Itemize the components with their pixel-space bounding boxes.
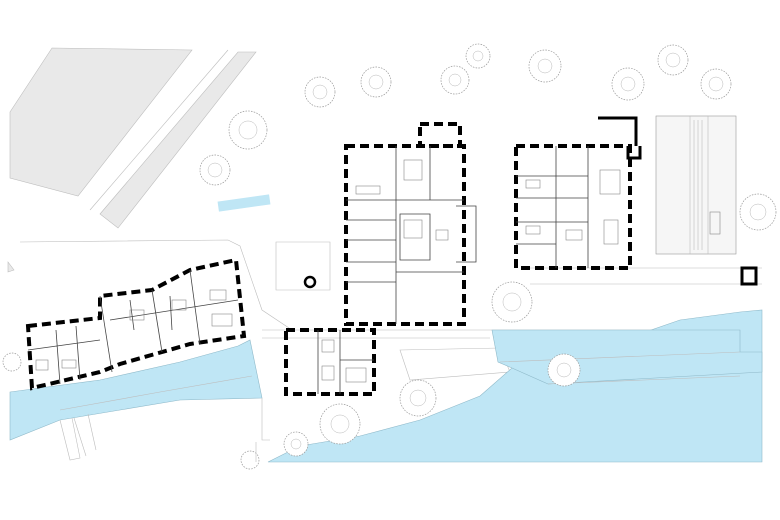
tree-icon: [228, 110, 268, 150]
tree-icon: [611, 67, 645, 101]
paved-area-top-left: [9, 47, 193, 197]
small-paved-marker: [7, 261, 15, 273]
trees: [2, 43, 777, 470]
tree-icon: [399, 379, 437, 417]
site-boundary-west: [19, 239, 293, 331]
courtyard-outline: [275, 241, 331, 291]
building-east: [514, 116, 642, 270]
tree-icon: [304, 76, 336, 108]
jetty: [59, 413, 97, 461]
tree-icon: [240, 450, 260, 470]
tree-icon: [283, 431, 309, 457]
tree-icon: [440, 65, 470, 95]
building-west: [25, 257, 247, 391]
shed-east: [655, 115, 737, 255]
river: [9, 309, 763, 463]
road-edge-line: [89, 49, 229, 211]
small-structures: [255, 266, 758, 462]
river-west: [9, 339, 263, 441]
tree-icon: [528, 49, 562, 83]
building-east-walls: [514, 144, 632, 270]
building-central-main: [344, 144, 466, 326]
road-strip: [99, 51, 257, 229]
building-west-walls: [25, 257, 247, 391]
tree-icon: [2, 352, 22, 372]
building-east-annex: [598, 116, 642, 160]
tree-icon: [360, 66, 392, 98]
terrace-line: [399, 347, 511, 381]
tree-icon: [319, 403, 361, 445]
building-central-annex: [418, 122, 462, 148]
central-column: [303, 275, 317, 289]
tree-icon: [657, 44, 689, 76]
tree-icon: [491, 281, 533, 323]
small-pond: [217, 194, 271, 212]
tree-icon: [700, 68, 732, 100]
lock-wall: [499, 351, 741, 385]
tree-icon: [739, 193, 777, 231]
building-south: [284, 328, 376, 396]
building-central: [303, 122, 477, 326]
quay-line: [59, 375, 253, 411]
tree-icon: [199, 154, 231, 186]
pavilion-east: [740, 266, 758, 286]
building-south-walls: [284, 328, 376, 396]
tree-icon: [547, 353, 581, 387]
tree-icon: [465, 43, 491, 69]
steps-south: [255, 398, 270, 462]
